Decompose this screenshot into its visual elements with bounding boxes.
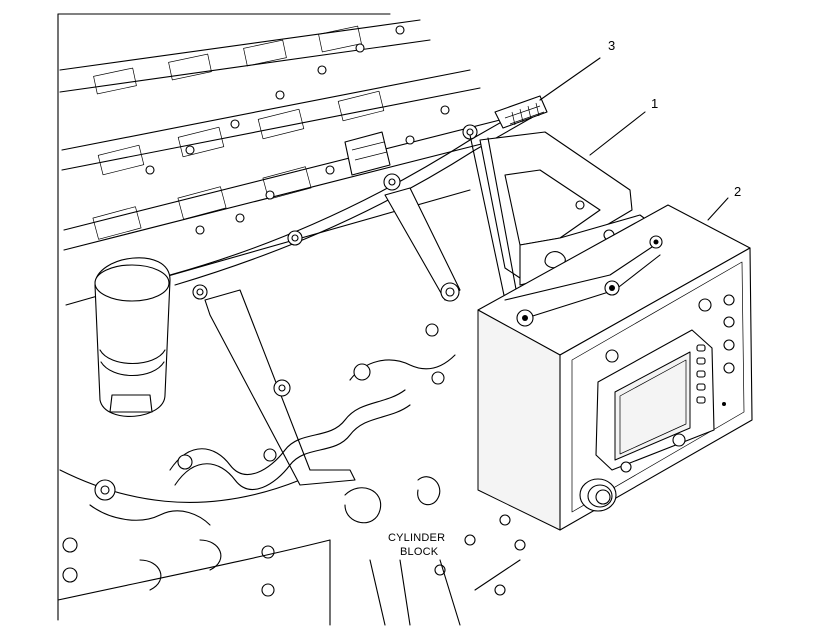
- screen-buttons: [696, 344, 706, 404]
- cylinder-block-label-line1: CYLINDER: [388, 532, 445, 544]
- leader-lines: [539, 57, 729, 221]
- harness-connector: [494, 95, 548, 129]
- harness-clips: [192, 124, 478, 300]
- callout-2: 2: [734, 184, 741, 199]
- rail-bolts: [145, 25, 450, 235]
- callout-3: 3: [608, 38, 615, 53]
- emergency-stop-knob: [579, 478, 617, 512]
- sensor-module: [344, 131, 391, 176]
- control-panel: [477, 204, 753, 531]
- filter-canister: [94, 257, 171, 417]
- display-screen: [595, 329, 715, 471]
- panel-buttons: [605, 294, 735, 473]
- callout-1: 1: [651, 96, 658, 111]
- valve-ports: [92, 25, 385, 240]
- cylinder-block-label-line2: BLOCK: [400, 546, 439, 558]
- engine-block: [57, 13, 546, 626]
- lower-bosses: [62, 282, 526, 597]
- panel-studs: [504, 235, 663, 327]
